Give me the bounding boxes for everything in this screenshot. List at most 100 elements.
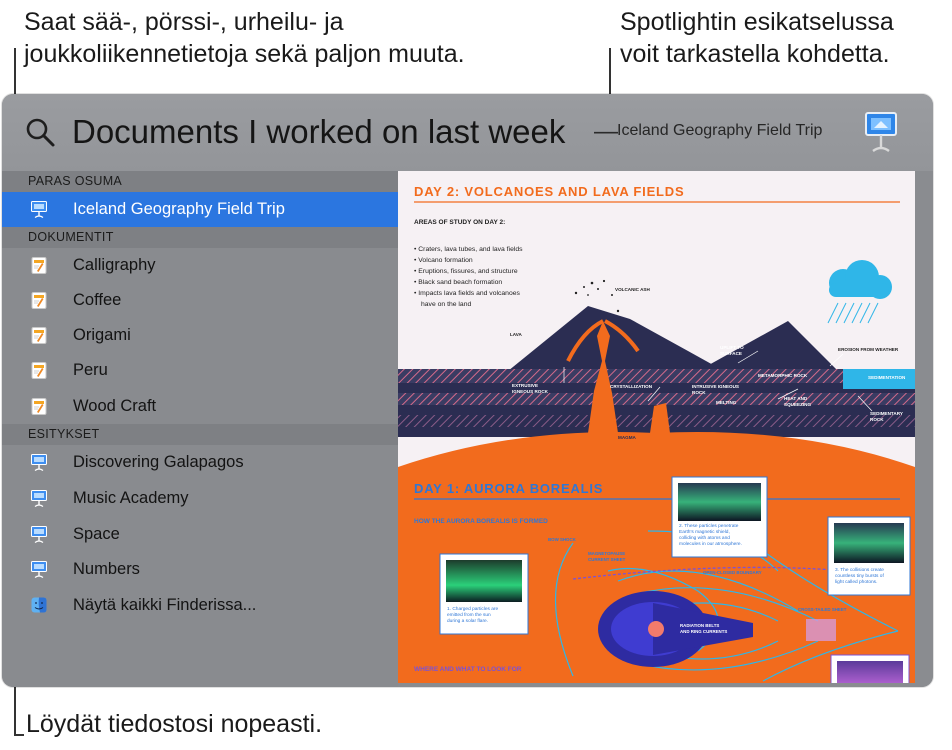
- where-heading: WHERE AND WHAT TO LOOK FOR: [414, 666, 522, 673]
- search-completion-hint: Iceland Geography Field Trip: [617, 122, 823, 139]
- result-label: Discovering Galapagos: [73, 453, 244, 471]
- keynote-icon: [31, 201, 47, 218]
- note-card-2: 2. These particles penetrate Earth's mag…: [671, 476, 768, 558]
- keynote-icon: [31, 561, 47, 578]
- result-label: Iceland Geography Field Trip: [73, 200, 285, 218]
- result-label: Music Academy: [73, 489, 189, 507]
- label-heat: HEAT AND: [784, 396, 808, 401]
- leader-line-bottom-left-foot: [14, 734, 24, 736]
- label-lava: LAVA: [510, 332, 523, 337]
- note-text: countless tiny bursts of: [835, 573, 884, 579]
- sedimentation-layer: [843, 369, 915, 389]
- show-all-in-finder[interactable]: Näytä kaikki Finderissa...: [2, 588, 398, 623]
- note-text: colliding with atoms and: [679, 535, 730, 541]
- result-label: Calligraphy: [73, 256, 156, 274]
- intrusion: [650, 403, 670, 433]
- annotation-arrows: [563, 350, 873, 412]
- volcanic-ash-dots: [574, 279, 620, 313]
- day1-title: DAY 1: AURORA BOREALIS: [414, 481, 603, 496]
- section-header-documents: DOKUMENTIT: [2, 227, 398, 248]
- lava-flow: [566, 319, 604, 362]
- label-uplift: UPLIFT TO: [720, 345, 744, 350]
- label-sedimentation: SEDIMENTATION: [868, 375, 906, 380]
- result-row-document[interactable]: Wood Craft: [2, 389, 398, 424]
- earth-icon: [648, 621, 664, 637]
- result-label: Wood Craft: [73, 397, 157, 415]
- result-row-top-hit[interactable]: Iceland Geography Field Trip: [2, 192, 398, 227]
- bullet-item: • Volcano formation: [414, 257, 473, 264]
- result-label: Coffee: [73, 291, 122, 309]
- areas-heading: AREAS OF STUDY ON DAY 2:: [414, 219, 505, 226]
- search-icon: [26, 118, 55, 147]
- aurora-photo: [834, 523, 904, 563]
- bullet-item: • Eruptions, fissures, and structure: [414, 268, 518, 275]
- label-radiation-belts: AND RING CURRENTS: [680, 629, 727, 634]
- search-query[interactable]: Documents I worked on last week: [72, 113, 566, 150]
- result-row-document[interactable]: Peru: [2, 353, 398, 388]
- preview-pane: DAY 2: VOLCANOES AND LAVA FIELDS AREAS O…: [398, 171, 933, 687]
- rock-stratum: [398, 369, 915, 383]
- label-uplift: SURFACE: [720, 351, 742, 356]
- note-card-4: [830, 654, 910, 683]
- document-preview[interactable]: DAY 2: VOLCANOES AND LAVA FIELDS AREAS O…: [398, 171, 915, 683]
- finder-icon: [31, 597, 47, 613]
- rock-stratum: [398, 383, 915, 393]
- bullet-item: • Impacts lava fields and volcanoes: [414, 290, 521, 297]
- bullet-item: • Black sand beach formation: [414, 279, 502, 286]
- note-text: Earth's magnetic shield,: [679, 529, 730, 535]
- result-label: Näytä kaikki Finderissa...: [73, 596, 257, 614]
- note-text: emitted from the sun: [447, 612, 491, 618]
- results-list: PARAS OSUMA Iceland Geography Field Trip…: [2, 171, 398, 687]
- result-row-presentation[interactable]: Numbers: [2, 552, 398, 587]
- label-heat: SQUEEZING: [784, 402, 811, 407]
- label-crystallization: CRYSTALLIZATION: [610, 384, 653, 389]
- label-erosion: EROSION FROM WEATHER: [838, 347, 899, 352]
- lava-flow: [604, 319, 640, 353]
- label-sedimentary: ROCK: [870, 417, 884, 422]
- search-bar[interactable]: Documents I worked on last week — Icelan…: [2, 94, 933, 171]
- label-extrusive: EXTRUSIVE: [512, 383, 538, 388]
- label-magnetopause: MAGNETOPAUSE: [588, 551, 625, 556]
- note-card-3: 3. The collisions create countless tiny …: [827, 516, 911, 596]
- result-row-document[interactable]: Origami: [2, 318, 398, 353]
- result-row-document[interactable]: Calligraphy: [2, 248, 398, 283]
- result-row-presentation[interactable]: Space: [2, 517, 398, 552]
- label-intrusive: ROCK: [692, 390, 706, 395]
- rain-cloud-icon: [827, 260, 892, 324]
- spotlight-window: Documents I worked on last week — Icelan…: [2, 94, 933, 687]
- callout-top-right: Spotlightin esikatselussa voit tarkastel…: [620, 8, 894, 68]
- section-header-presentations: ESITYKSET: [2, 424, 398, 445]
- note-text: molecules in our atmosphere.: [679, 541, 742, 547]
- label-melting: MELTING: [716, 400, 737, 405]
- callout-top-left: Saat sää-, pörssi-, urheilu- ja joukkoli…: [24, 8, 465, 68]
- label-volcanic-ash: VOLCANIC ASH: [615, 287, 650, 292]
- label-magnetopause: CURRENT SHEET: [588, 557, 626, 562]
- rock-stratum: [398, 393, 915, 405]
- label-metamorphic: METAMORPHIC ROCK: [758, 373, 808, 378]
- magnetotail: [653, 603, 753, 655]
- bullet-item: • Craters, lava tubes, and lava fields: [414, 246, 523, 253]
- result-label: Peru: [73, 361, 108, 379]
- result-row-presentation[interactable]: Music Academy: [2, 481, 398, 516]
- result-label: Numbers: [73, 560, 140, 578]
- day2-title: DAY 2: VOLCANOES AND LAVA FIELDS: [414, 184, 684, 199]
- note-text: light called photons.: [835, 579, 877, 585]
- label-intrusive: INTRUSIVE IGNEOUS: [692, 384, 739, 389]
- mountain: [698, 321, 843, 376]
- cross-tail-region: [806, 619, 836, 641]
- aurora-photo: [446, 560, 522, 602]
- keynote-icon: [31, 490, 47, 507]
- result-row-document[interactable]: Coffee: [2, 283, 398, 318]
- result-row-presentation[interactable]: Discovering Galapagos: [2, 445, 398, 480]
- note-text: 1. Charged particles are: [447, 606, 499, 612]
- bullet-item: have on the land: [421, 301, 471, 308]
- result-label: Space: [73, 525, 120, 543]
- section-header-top-hit: PARAS OSUMA: [2, 171, 398, 192]
- magma-conduit: [588, 321, 618, 433]
- keynote-icon: [31, 454, 47, 471]
- aurora-photo: [678, 483, 761, 521]
- aurora-subtitle: HOW THE AURORA BOREALIS IS FORMED: [414, 518, 548, 525]
- search-separator: —: [594, 118, 618, 145]
- label-sedimentary: SEDIMENTARY: [870, 411, 903, 416]
- label-bow-shock: BOW SHOCK: [548, 537, 577, 542]
